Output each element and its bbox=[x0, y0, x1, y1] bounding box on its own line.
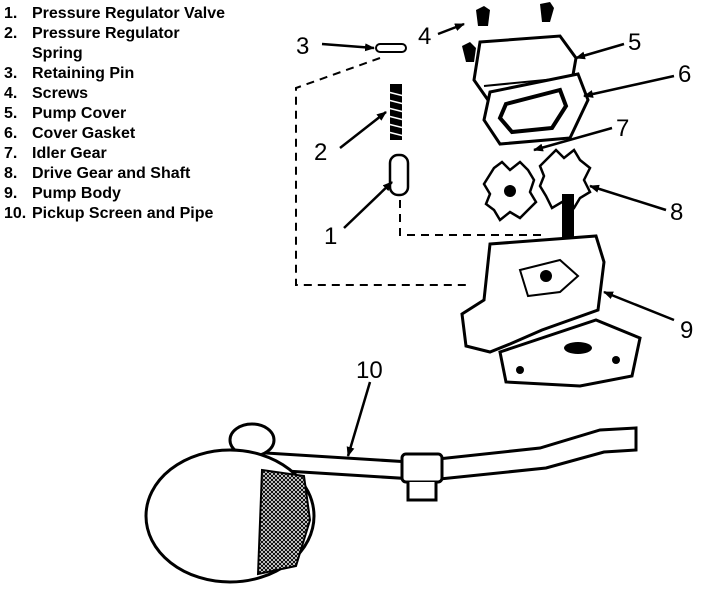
callout-6: 6 bbox=[678, 61, 691, 88]
legend-item-4: 4. Screws bbox=[4, 84, 234, 104]
legend-item-9: 9. Pump Body bbox=[4, 184, 234, 204]
callout-2: 2 bbox=[314, 139, 327, 166]
legend-label: Pickup Screen and Pipe bbox=[32, 205, 214, 222]
callout-4: 4 bbox=[418, 23, 431, 50]
screws bbox=[462, 2, 554, 62]
legend-number: 8. bbox=[4, 165, 18, 182]
legend-item-3: 3. Retaining Pin bbox=[4, 64, 234, 84]
idler-gear bbox=[482, 160, 538, 222]
legend-item-10: 10. Pickup Screen and Pipe bbox=[4, 204, 234, 224]
callout-9: 9 bbox=[680, 317, 693, 344]
legend-number: 6. bbox=[4, 125, 18, 142]
cover-gasket bbox=[482, 72, 590, 146]
callout-10: 10 bbox=[356, 357, 383, 384]
callout-7: 7 bbox=[616, 115, 629, 142]
callout-8: 8 bbox=[670, 199, 683, 226]
pressure-regulator-spring bbox=[387, 84, 405, 140]
legend-number: 1. bbox=[4, 5, 18, 22]
legend-label: Pressure Regulator Spring bbox=[32, 25, 180, 62]
legend-item-8: 8. Drive Gear and Shaft bbox=[4, 164, 234, 184]
pressure-regulator-valve bbox=[388, 153, 410, 197]
legend-item-1: 1. Pressure Regulator Valve bbox=[4, 4, 234, 24]
legend-number: 3. bbox=[4, 65, 18, 82]
legend-item-6: 6. Cover Gasket bbox=[4, 124, 234, 144]
callout-1: 1 bbox=[324, 223, 337, 250]
callout-arrows bbox=[321, 22, 675, 457]
legend-number: 9. bbox=[4, 185, 18, 202]
legend-number: 4. bbox=[4, 85, 18, 102]
legend-number: 7. bbox=[4, 145, 18, 162]
callout-3: 3 bbox=[296, 33, 309, 60]
pickup-screen-and-pipe bbox=[144, 422, 638, 584]
parts-legend: 1. Pressure Regulator Valve 2. Pressure … bbox=[4, 4, 234, 224]
legend-label: Screws bbox=[32, 85, 89, 102]
legend-number: 2. bbox=[4, 25, 18, 42]
pump-body bbox=[460, 234, 642, 388]
legend-label: Pump Body bbox=[32, 185, 121, 202]
legend-label: Pump Cover bbox=[32, 105, 127, 122]
retaining-pin bbox=[375, 43, 407, 53]
legend-label: Cover Gasket bbox=[32, 125, 136, 142]
assembly-dashed-line bbox=[295, 57, 541, 286]
legend-label: Drive Gear and Shaft bbox=[32, 165, 191, 182]
legend-number: 5. bbox=[4, 105, 18, 122]
legend-label: Retaining Pin bbox=[32, 65, 135, 82]
legend-item-7: 7. Idler Gear bbox=[4, 144, 234, 164]
legend-label: Pressure Regulator Valve bbox=[32, 5, 225, 22]
legend-label: Idler Gear bbox=[32, 145, 107, 162]
legend-number: 10. bbox=[4, 205, 27, 222]
legend-item-5: 5. Pump Cover bbox=[4, 104, 234, 124]
callout-5: 5 bbox=[628, 29, 641, 56]
legend-item-2: 2. Pressure Regulator Spring bbox=[4, 24, 234, 64]
drive-gear-and-shaft bbox=[538, 148, 592, 238]
